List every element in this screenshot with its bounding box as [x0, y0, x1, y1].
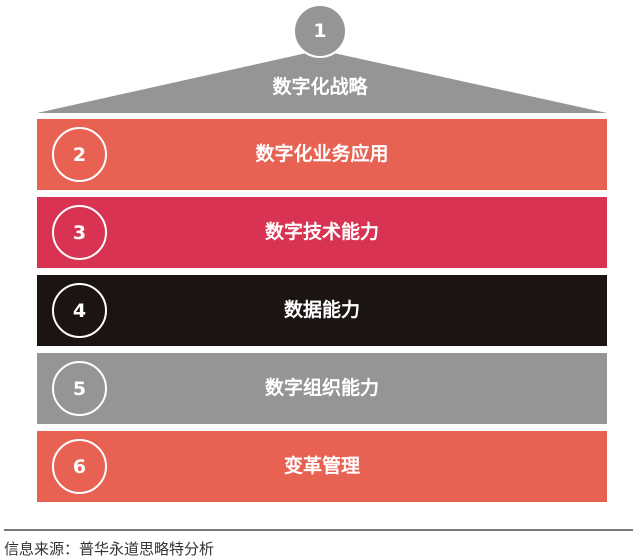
layer-label: 数字技术能力 [264, 221, 379, 243]
layer-3: 3 数字技术能力 [37, 197, 607, 268]
layer-label: 数据能力 [283, 299, 360, 321]
roof-label: 数字化战略 [272, 76, 368, 98]
layer-number-badge: 4 [52, 283, 107, 338]
layer-5: 5 数字组织能力 [37, 353, 607, 424]
layer-label: 数字化业务应用 [255, 143, 389, 165]
strategy-roof [37, 50, 607, 113]
divider [4, 529, 633, 531]
layer-2: 2 数字化业务应用 [37, 119, 607, 190]
layer-label: 变革管理 [283, 455, 360, 477]
layer-number-badge: 2 [52, 127, 107, 182]
source-note: 信息来源：普华永道思略特分析 [4, 540, 215, 558]
roof-number-badge: 1 [293, 4, 347, 58]
layer-number-badge: 6 [52, 439, 107, 494]
layer-6: 6 变革管理 [37, 431, 607, 502]
layer-label: 数字组织能力 [264, 377, 379, 399]
layer-number-badge: 3 [52, 205, 107, 260]
layer-4: 4 数据能力 [37, 275, 607, 346]
layer-number-badge: 5 [52, 361, 107, 416]
